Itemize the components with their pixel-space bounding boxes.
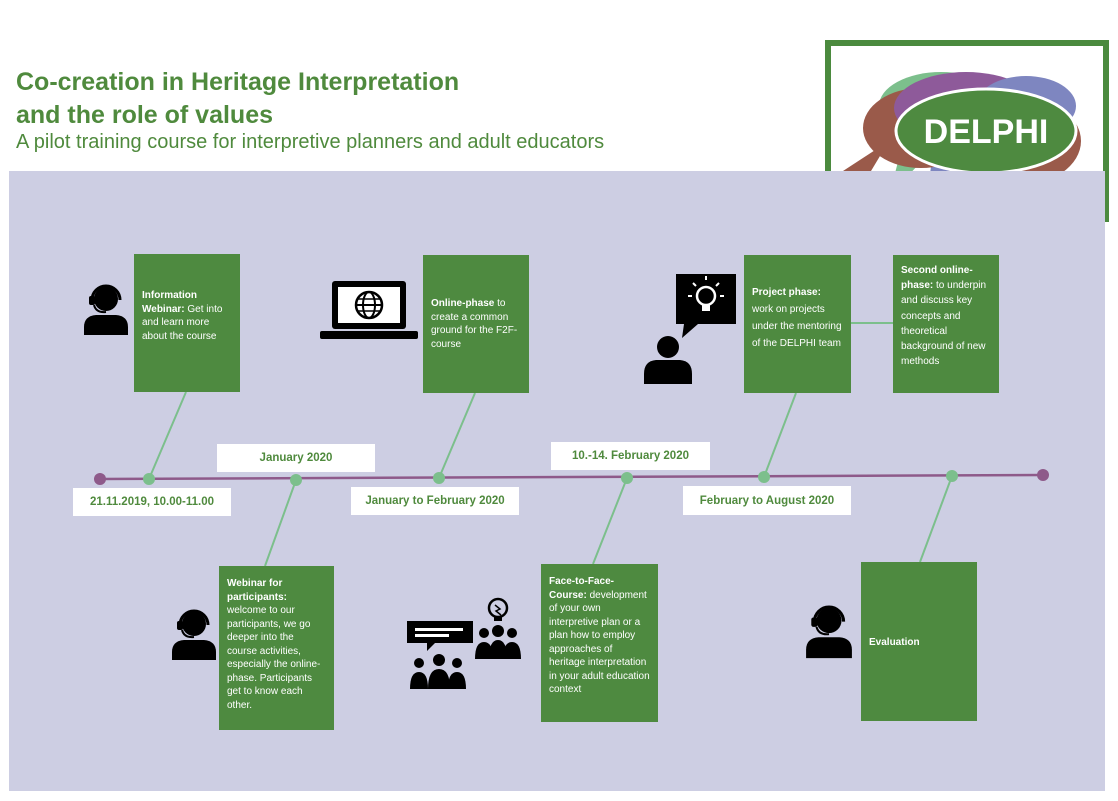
step-text: development of your own interpretive pla… [549, 589, 650, 696]
date-label: January 2020 [217, 444, 375, 472]
connector-online-phase [438, 392, 476, 479]
connector-webinar-participants [264, 479, 297, 567]
step-face-to-face: Face-to-Face-Course: development of your… [541, 564, 658, 722]
date-label: January to February 2020 [351, 487, 519, 515]
headset-person-icon [806, 605, 852, 659]
step-webinar-participants: Webinar for participants: welcome to our… [219, 566, 334, 730]
step-title: Face-to-Face-Course: [549, 576, 615, 601]
date-label: 10.-14. February 2020 [551, 442, 710, 470]
headset-person-icon [172, 609, 216, 660]
page-subtitle: A pilot training course for interpretive… [16, 131, 605, 153]
milestone-dot [946, 470, 958, 482]
step-evaluation: Evaluation [861, 562, 977, 721]
milestone-dot [143, 473, 155, 485]
step-title: Online-phase [431, 298, 495, 309]
milestone-dot [290, 474, 302, 486]
milestone-dot [433, 472, 445, 484]
milestone-dot [621, 472, 633, 484]
logo-bubbles: DELPHI [843, 72, 1081, 208]
timeline-end [1037, 469, 1049, 481]
timeline-axis [99, 473, 1044, 481]
page-title: Co-creation in Heritage Interpretation [16, 68, 460, 96]
page-title-line2: and the role of values [16, 101, 274, 129]
connector-evaluation [919, 475, 953, 563]
date-label: February to August 2020 [683, 486, 851, 515]
step-text: work on projects under the mentoring of … [752, 304, 842, 349]
person-idea-bubble-icon [644, 274, 736, 384]
step-second-online: Second online-phase: to underpin and dis… [893, 255, 999, 393]
milestone-dot [758, 471, 770, 483]
step-title: Second online-phase: [901, 265, 973, 292]
step-online-phase: Online-phase to create a common ground f… [423, 255, 529, 393]
laptop-globe-icon [320, 281, 418, 339]
group-meeting-icon [407, 597, 521, 689]
date-label: 21.11.2019, 10.00-11.00 [73, 488, 231, 516]
step-info-webinar: Information Webinar: Get into and learn … [134, 254, 240, 392]
headset-person-icon [84, 284, 128, 335]
step-title: Information Webinar: [142, 290, 197, 315]
timeline-start [94, 473, 106, 485]
step-text: Get into and learn more about the course [142, 303, 223, 342]
step-title: Project phase: [752, 287, 821, 298]
logo-text: DELPHI [924, 113, 1049, 151]
connector-info-webinar [148, 391, 187, 480]
connector-face-to-face [592, 477, 628, 565]
step-title: Evaluation [869, 637, 920, 648]
step-title: Webinar for participants: [227, 578, 288, 603]
step-text: to underpin and discuss key concepts and… [901, 280, 987, 368]
step-text: welcome to our participants, we go deepe… [227, 605, 321, 711]
step-text: to create a common ground for the F2F-co… [431, 298, 518, 350]
connector-project-phase [763, 392, 797, 478]
step-project-phase: Project phase: work on projects under th… [744, 255, 851, 393]
